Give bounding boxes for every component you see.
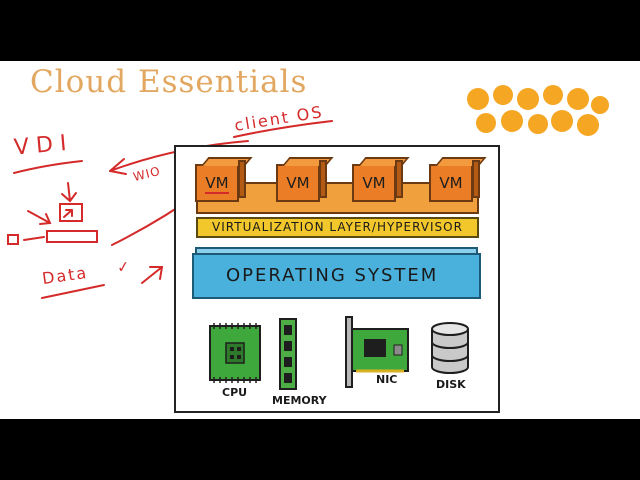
client-os-underline (233, 120, 333, 138)
vm-label: VM (439, 174, 463, 192)
nic-icon (345, 316, 409, 388)
diagonal-arrow-icon (27, 210, 52, 225)
vm-box-4: VM (429, 157, 487, 202)
cpu-label: CPU (222, 386, 248, 399)
vm-box-3: VM (352, 157, 410, 202)
disk-label: DISK (436, 378, 466, 391)
vm-box-1: VM (195, 157, 253, 202)
cpu-icon (209, 323, 261, 383)
disk-icon (431, 322, 469, 374)
memory-label: MEMORY (272, 394, 327, 407)
device-screen (59, 203, 83, 222)
os-layer-top (195, 247, 478, 254)
nic-label: NIC (376, 373, 398, 386)
data-underline (41, 284, 105, 299)
memory-icon (279, 318, 297, 390)
operating-system-layer: OPERATING SYSTEM (192, 253, 481, 299)
vm-underline-annotation (205, 192, 229, 194)
down-arrow-icon (61, 182, 77, 203)
device-cursor-icon (63, 209, 73, 218)
hypervisor-layer: VIRTUALIZATION LAYER/HYPERVISOR (196, 217, 479, 238)
whiteboard-canvas: Cloud Essentials VDI client OS WIO Data … (0, 61, 640, 419)
vm-label: VM (286, 174, 310, 192)
device-mouse (7, 234, 19, 245)
page-title: Cloud Essentials (30, 64, 308, 100)
device-cable (23, 236, 45, 241)
vm-label: VM (362, 174, 386, 192)
data-arrow (141, 266, 164, 284)
vm-label: VM (205, 174, 229, 192)
logo-dots-icon (467, 85, 609, 136)
client-os-arrowhead (109, 158, 127, 175)
device-keyboard (46, 230, 98, 243)
vdi-underline (13, 160, 83, 174)
vm-box-2: VM (276, 157, 334, 202)
hardware-icons (209, 316, 469, 390)
